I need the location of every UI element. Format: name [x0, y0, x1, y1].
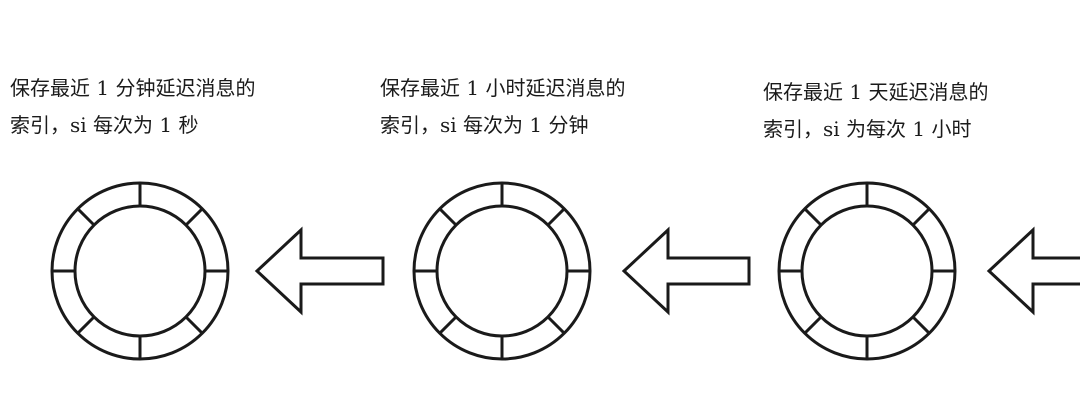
wheel-slot-divider — [911, 207, 931, 227]
caption-stage-2-line-1: 保存最近 1 小时延迟消息的 — [380, 76, 626, 100]
timing-wheel-stage-3 — [777, 181, 957, 361]
timing-wheel-stage-1 — [50, 181, 230, 361]
caption-stage-2: 保存最近 1 小时延迟消息的 索引，si 每次为 1 分钟 — [380, 70, 625, 144]
arrow-left-3-icon — [986, 226, 1080, 316]
arrow-left-1-icon — [254, 226, 385, 316]
caption-stage-3-line-2: 索引，si 为每次 1 小时 — [763, 117, 972, 141]
caption-stage-2-line-2: 索引，si 每次为 1 分钟 — [380, 113, 589, 137]
arrow-left-2-icon — [621, 226, 751, 316]
wheel-slot-divider — [184, 315, 204, 335]
caption-stage-3: 保存最近 1 天延迟消息的 索引，si 为每次 1 小时 — [763, 74, 988, 148]
wheel-slot-divider — [184, 207, 204, 227]
wheel-inner-ring — [800, 204, 934, 338]
wheel-slot-divider — [76, 315, 96, 335]
wheel-slot-divider — [438, 207, 458, 227]
caption-stage-1-line-2: 索引，si 每次为 1 秒 — [10, 113, 199, 137]
caption-stage-1: 保存最近 1 分钟延迟消息的 索引，si 每次为 1 秒 — [10, 70, 255, 144]
wheel-slot-divider — [76, 207, 96, 227]
wheel-inner-ring — [435, 204, 569, 338]
wheel-slot-divider — [803, 207, 823, 227]
timing-wheel-stage-2 — [412, 181, 592, 361]
wheel-slot-divider — [546, 315, 566, 335]
caption-stage-3-line-1: 保存最近 1 天延迟消息的 — [763, 80, 989, 104]
caption-stage-1-line-1: 保存最近 1 分钟延迟消息的 — [10, 76, 256, 100]
wheel-slot-divider — [911, 315, 931, 335]
wheel-slot-divider — [546, 207, 566, 227]
wheel-slot-divider — [803, 315, 823, 335]
wheel-inner-ring — [73, 204, 207, 338]
wheel-slot-divider — [438, 315, 458, 335]
